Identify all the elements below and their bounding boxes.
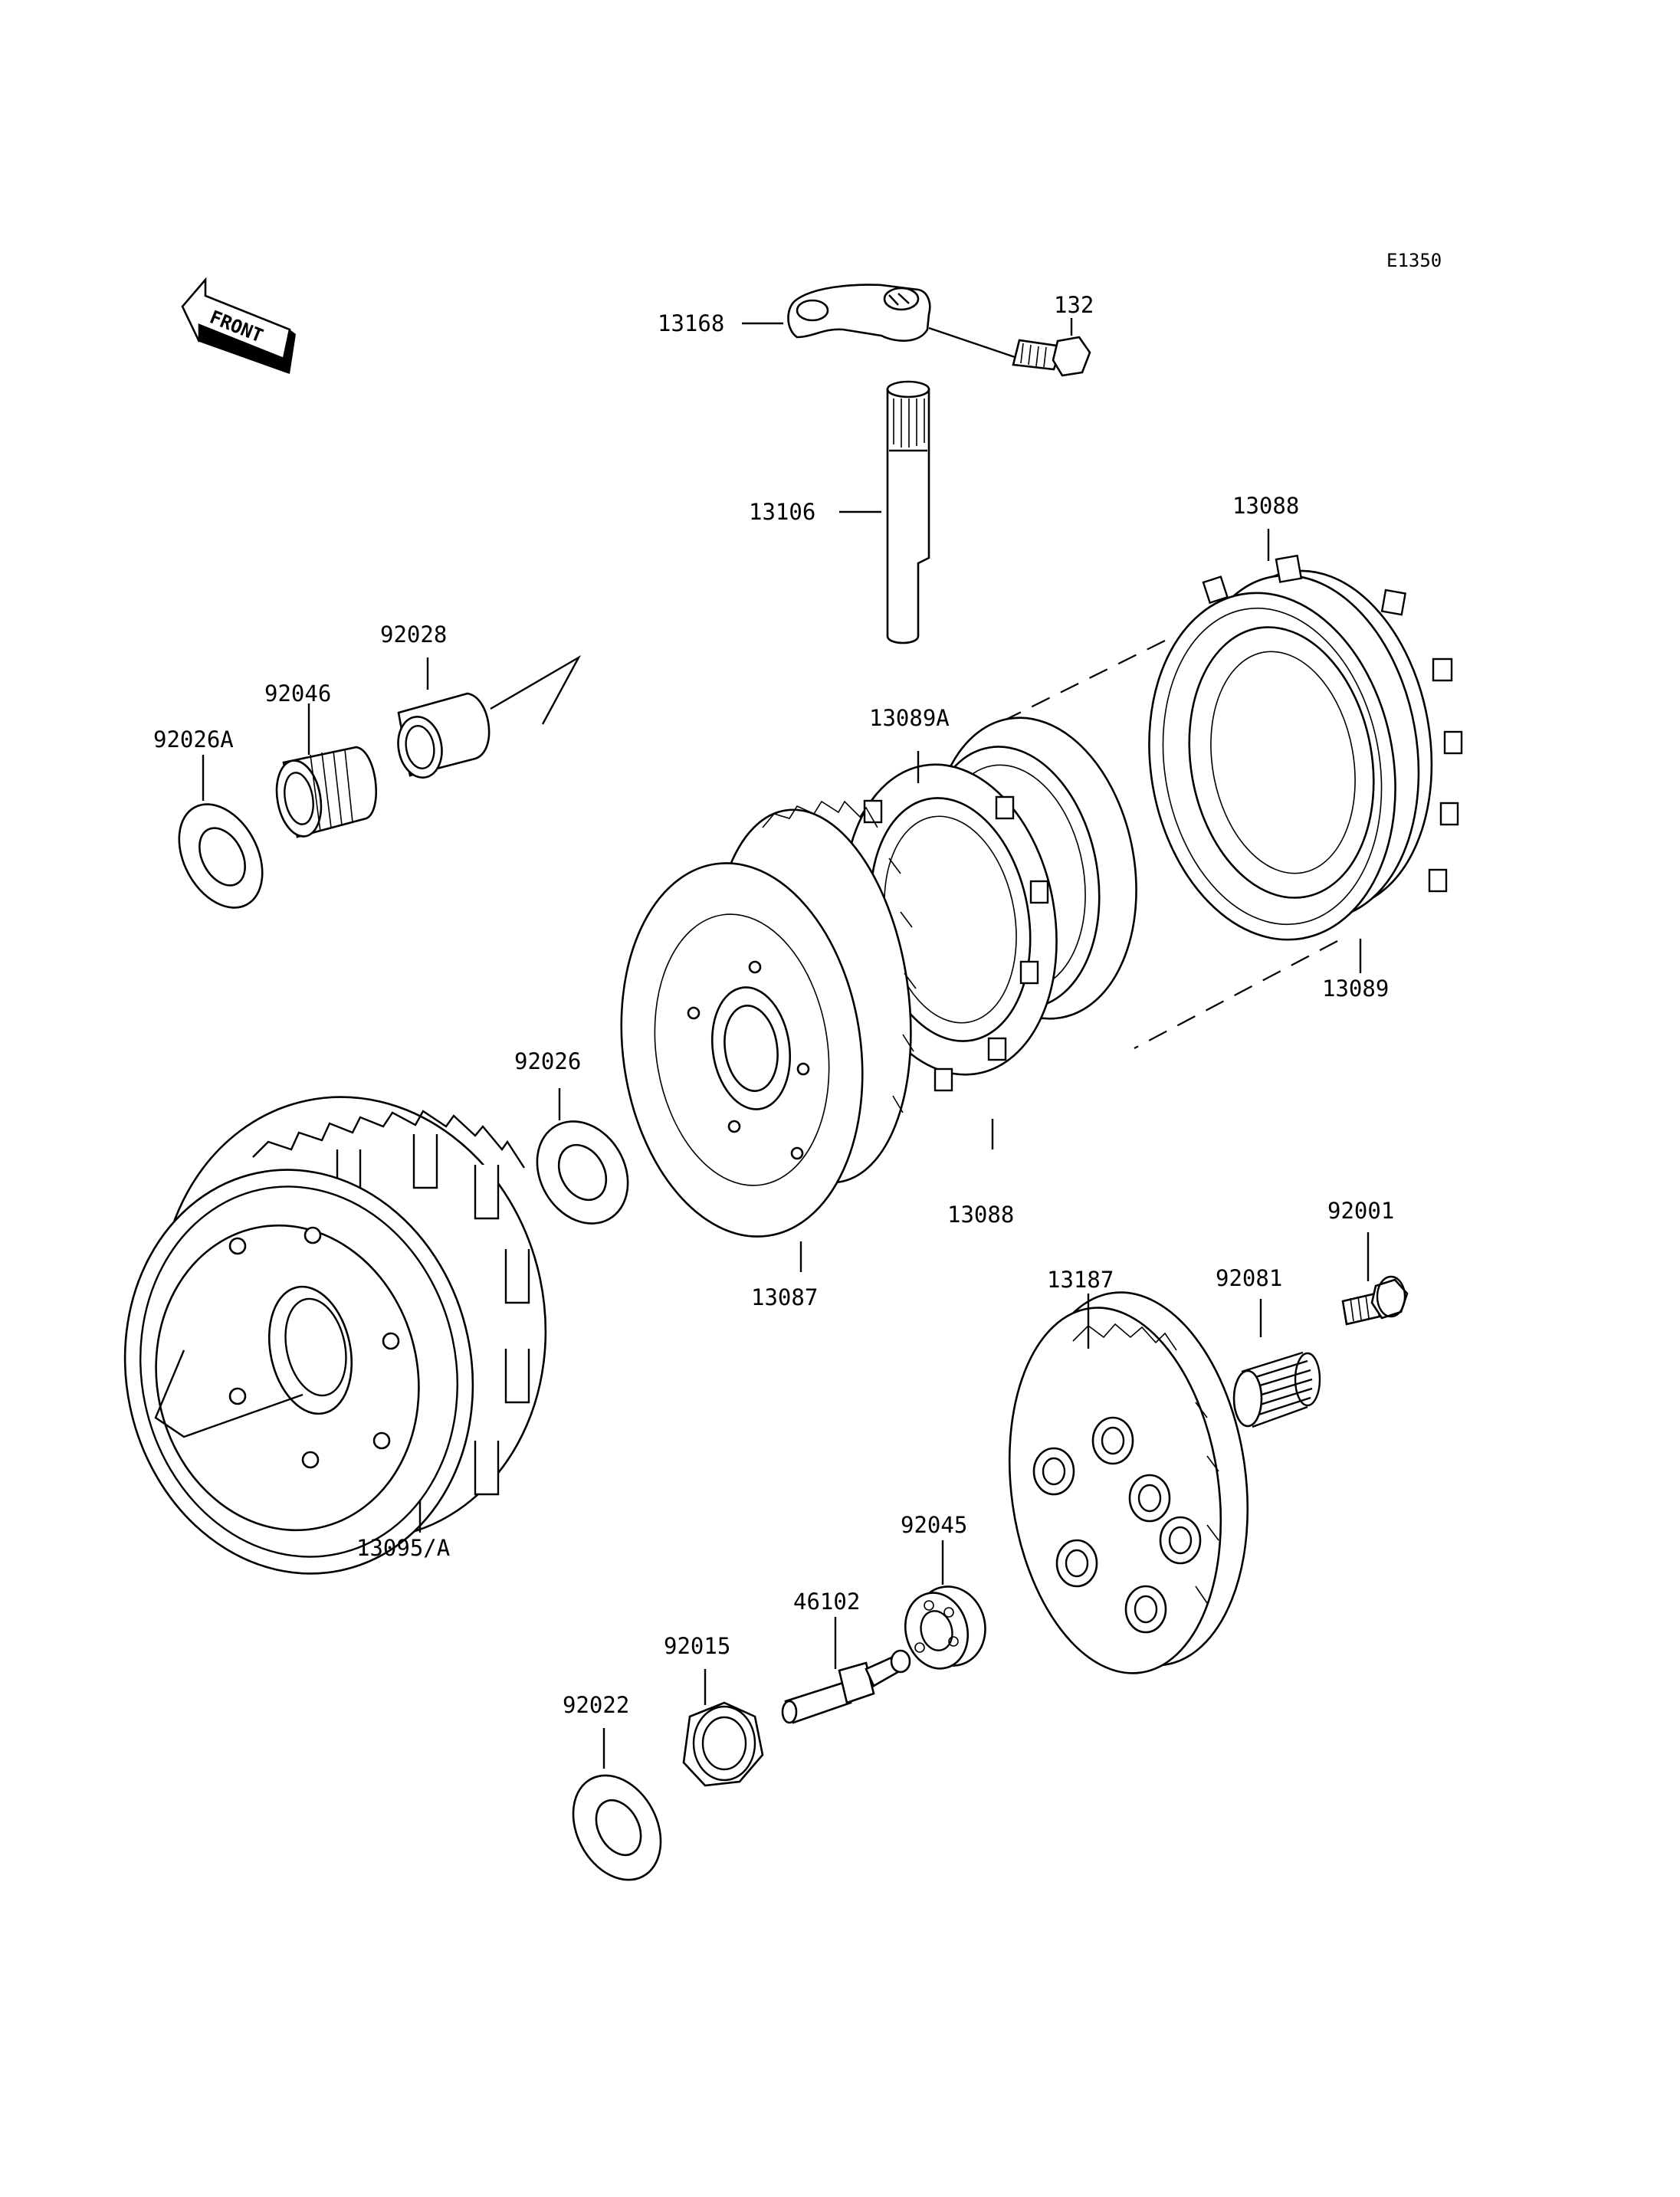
bolt-92001 (1341, 1275, 1409, 1326)
callout-132: 132 (1054, 292, 1094, 318)
callout-92045: 92045 (901, 1512, 967, 1538)
callout-92046: 92046 (264, 680, 331, 707)
callout-13089A: 13089A (869, 705, 950, 731)
callout-92028: 92028 (380, 621, 447, 648)
release-lever-13168 (787, 284, 931, 343)
callout-13095A: 13095/A (356, 1535, 450, 1561)
callout-13106: 13106 (749, 499, 815, 525)
pressure-plate-13187 (1008, 1291, 1249, 1674)
clutch-plates-right (1148, 554, 1463, 941)
callout-46102: 46102 (793, 1589, 860, 1615)
callout-13087: 13087 (751, 1284, 818, 1310)
bolt-132 (928, 318, 1091, 377)
front-arrow-icon: FRONT (181, 277, 296, 374)
nut-92015 (682, 1701, 764, 1787)
callout-13089: 13089 (1322, 976, 1389, 1002)
collar-92028 (397, 692, 491, 779)
spring-92081 (1232, 1351, 1321, 1428)
callout-92001: 92001 (1327, 1198, 1394, 1224)
clutch-housing-13095A (123, 1096, 547, 1575)
callout-13187: 13187 (1047, 1267, 1114, 1293)
callout-13088-top: 13088 (1232, 493, 1299, 519)
callout-92022: 92022 (563, 1692, 629, 1718)
release-shaft-13106 (886, 380, 930, 644)
ball-bearing-92045 (904, 1585, 986, 1670)
callout-13168: 13168 (658, 310, 724, 336)
washer-92022 (572, 1774, 662, 1881)
needle-bearing-92046 (275, 746, 377, 838)
push-rod-46102 (781, 1649, 911, 1724)
callout-92015: 92015 (664, 1633, 730, 1659)
thrust-washer-92026 (536, 1120, 629, 1225)
callout-13088-bottom: 13088 (947, 1202, 1014, 1228)
clutch-hub-13087 (620, 800, 917, 1238)
callout-92026: 92026 (514, 1048, 581, 1074)
diagram-code: E1350 (1386, 250, 1442, 271)
washer-92026A (178, 803, 264, 909)
callout-92026A: 92026A (153, 726, 234, 753)
callout-92081: 92081 (1216, 1265, 1282, 1291)
